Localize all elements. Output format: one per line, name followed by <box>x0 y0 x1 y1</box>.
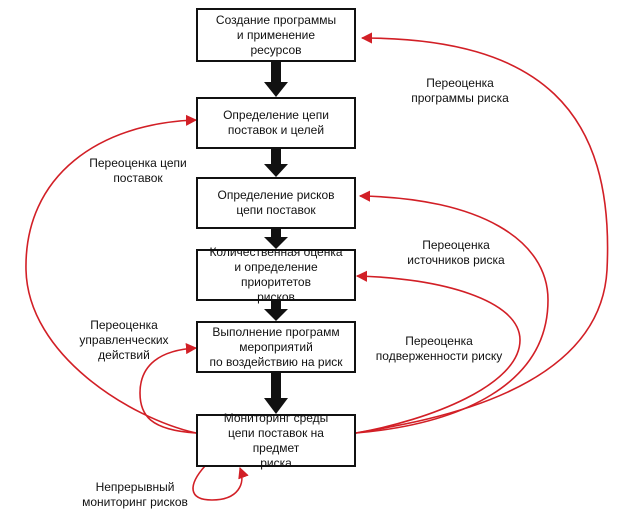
loop-arrow-risk-sources <box>355 190 549 434</box>
feedback-loops <box>25 32 609 501</box>
flow-arrow-4 <box>264 301 288 321</box>
label-continuous-monitoring: Непрерывный мониторинг рисков <box>82 480 188 509</box>
flow-arrow-3 <box>264 229 288 249</box>
box-program-creation: Создание программы и применение ресурсов <box>196 8 356 62</box>
loop-arrow-supply-chain <box>25 114 198 434</box>
label-supply-chain-reassessment: Переоценка цепи поставок <box>89 156 187 185</box>
box-supply-chain-definition: Определение цепи поставок и целей <box>196 97 356 149</box>
loop-arrow-exposure <box>355 270 521 434</box>
label-program-reassessment: Переоценка программы риска <box>411 76 509 105</box>
flow-arrow-1 <box>264 62 288 97</box>
label-risk-sources-reassessment: Переоценка источников риска <box>407 238 505 267</box>
flow-arrow-2 <box>264 149 288 177</box>
loop-arrow-management-actions <box>139 342 198 434</box>
box-risk-identification: Определение рисков цепи поставок <box>196 177 356 229</box>
box-monitoring: Мониторинг среды цепи поставок на предме… <box>196 411 356 470</box>
box-risk-assessment: Количественная оценка и определение прио… <box>196 245 356 304</box>
label-exposure-reassessment: Переоценка подверженности риску <box>375 334 503 363</box>
flow-arrow-5 <box>264 373 288 414</box>
loop-arrow-continuous-monitoring <box>192 465 249 501</box>
flow-arrows <box>264 62 288 414</box>
box-program-execution: Выполнение программ мероприятий по возде… <box>196 321 356 373</box>
loop-arrow-program <box>355 32 609 434</box>
label-management-actions-reassessment: Переоценка управленческих действий <box>79 318 169 362</box>
